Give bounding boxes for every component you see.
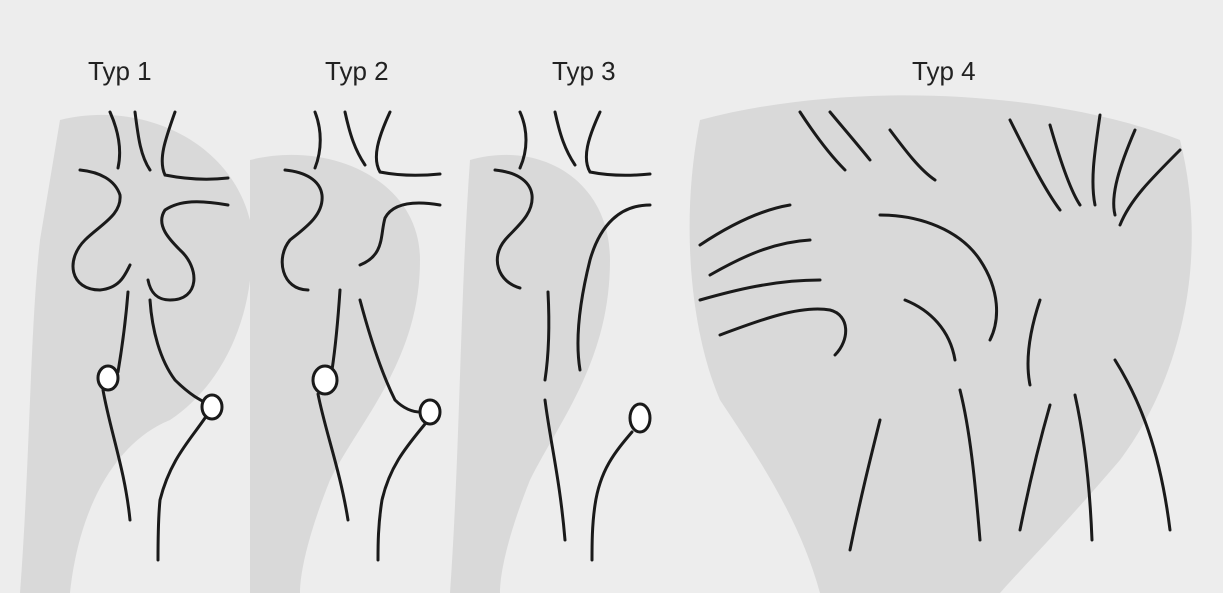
type-3-label: Typ 3 [552,56,616,87]
shadow-shapes [20,95,1192,593]
type-1-label: Typ 1 [88,56,152,87]
type-4-label: Typ 4 [912,56,976,87]
type-2-label: Typ 2 [325,56,389,87]
